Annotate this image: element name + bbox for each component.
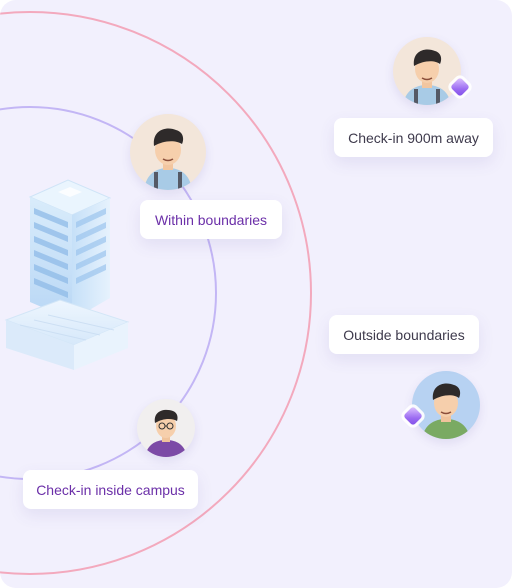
within-boundaries-label: Within boundaries [140, 200, 282, 239]
avatar-outside-boundaries [412, 371, 480, 439]
outside-boundaries-label: Outside boundaries [329, 315, 479, 354]
outer-boundary-ring [0, 11, 312, 575]
checkin-campus-label: Check-in inside campus [23, 470, 198, 509]
avatar-within-boundaries [130, 114, 206, 190]
avatar-checkin-away [393, 37, 461, 105]
checkin-away-label: Check-in 900m away [334, 118, 493, 157]
avatar-checkin-campus [137, 399, 195, 457]
office-building-icon [4, 179, 130, 370]
